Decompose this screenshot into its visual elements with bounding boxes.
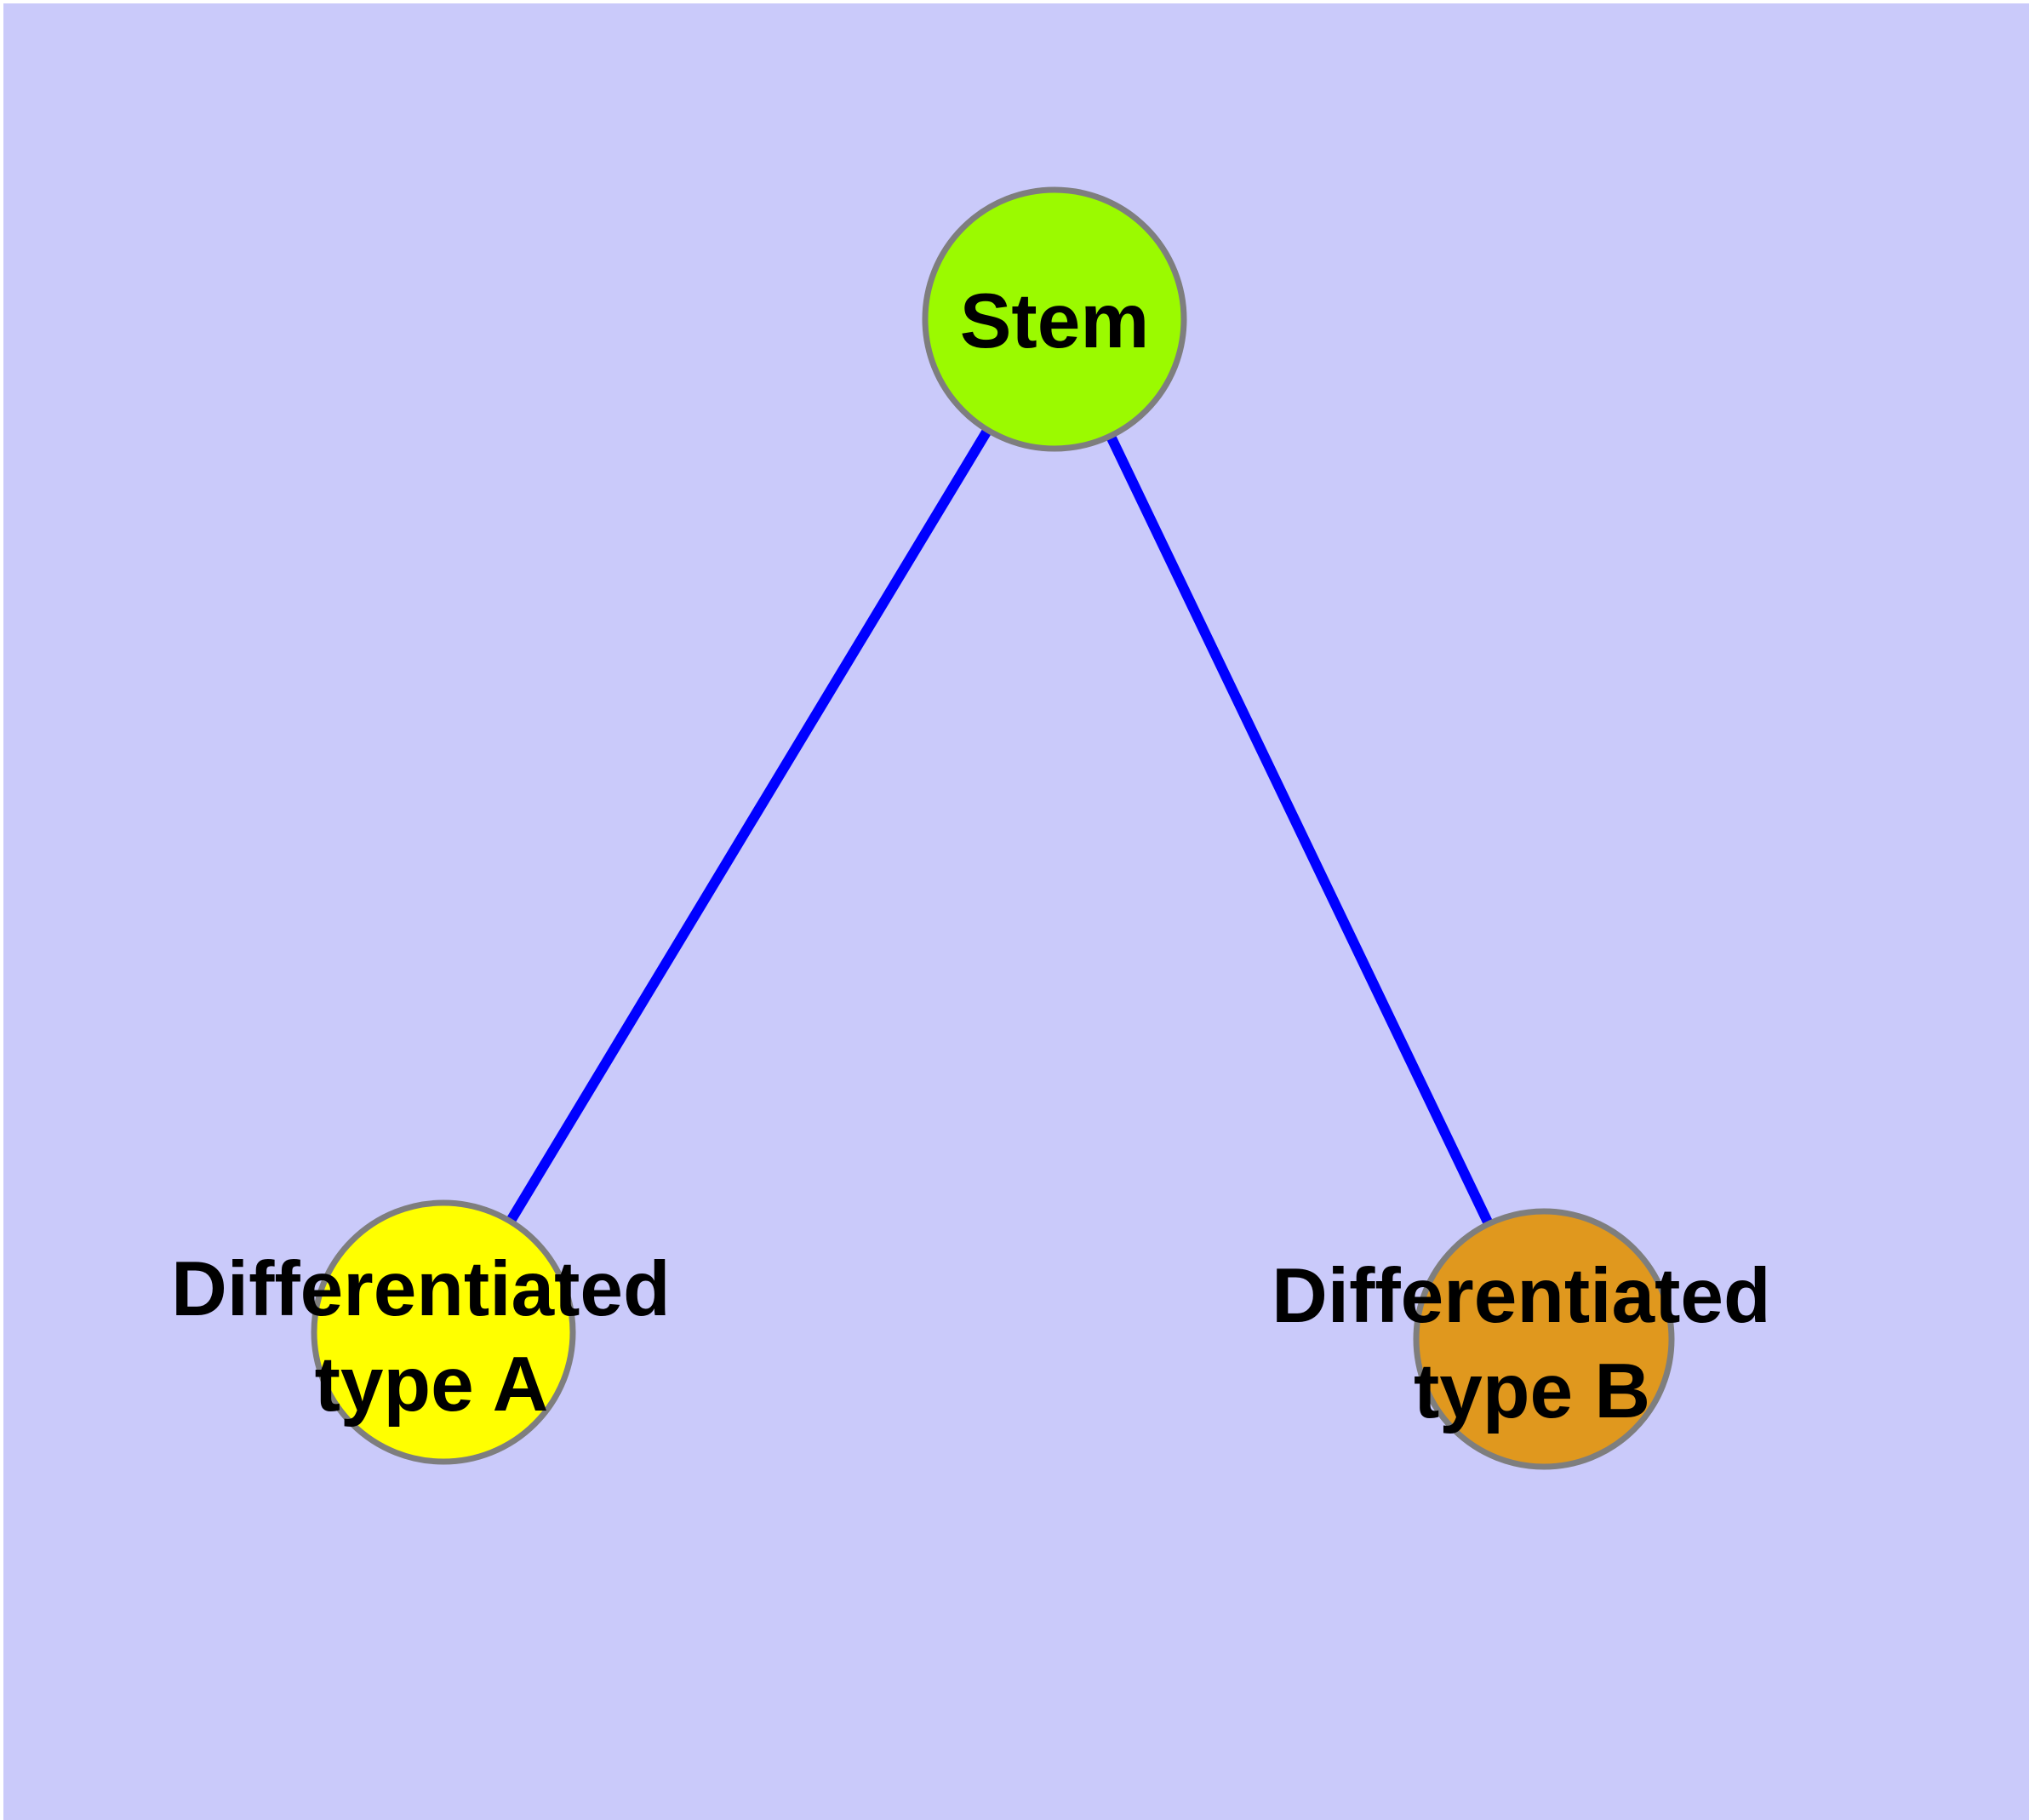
- node-stem-circle: [922, 186, 1187, 452]
- node-type-b-label-line1: Differentiated: [1272, 1253, 1771, 1339]
- node-type-b-label: Differentiated type B: [1272, 1253, 1792, 1434]
- node-type-a-circle: [311, 1199, 576, 1465]
- node-labels: Stem Differentiated type A Differentiate…: [171, 278, 1792, 1434]
- node-type-a-label: Differentiated type A: [171, 1246, 692, 1428]
- nodes: [311, 186, 1675, 1470]
- node-type-b-label-line2: type B: [1414, 1348, 1650, 1434]
- edges: [438, 316, 1549, 1342]
- node-type-a-label-line1: Differentiated: [171, 1246, 671, 1332]
- edge-stem-to-type-b: [1049, 317, 1549, 1342]
- node-stem-label: Stem: [960, 278, 1150, 364]
- node-type-b-circle: [1413, 1208, 1675, 1470]
- node-type-a-label-line2: type A: [315, 1342, 549, 1428]
- edge-stem-to-type-a: [438, 316, 1060, 1336]
